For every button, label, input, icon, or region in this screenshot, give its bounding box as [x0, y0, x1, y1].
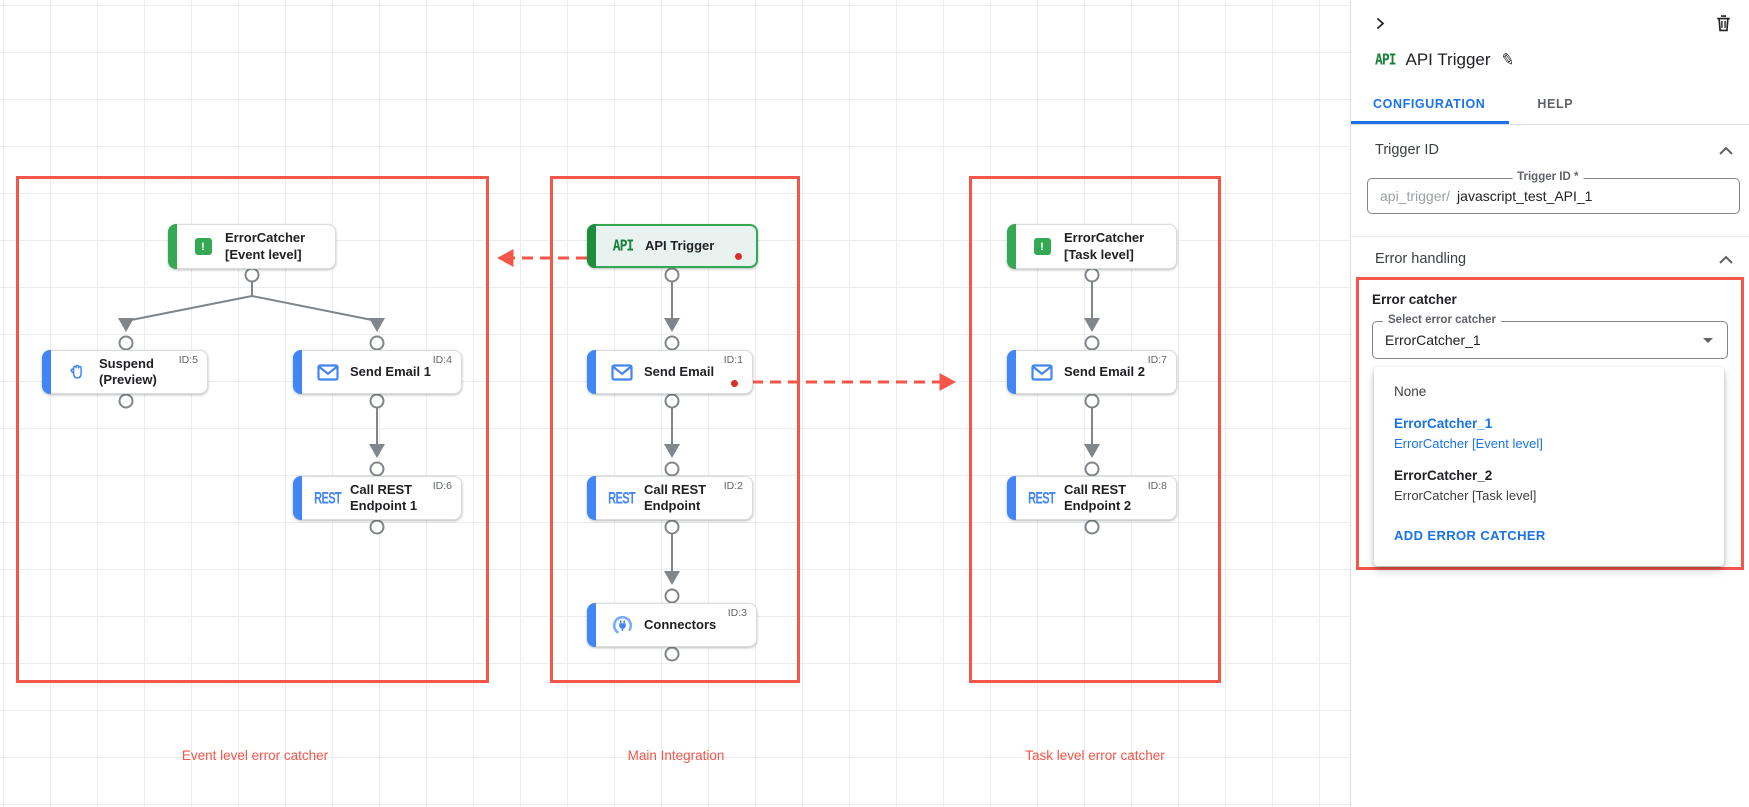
node-label: ErrorCatcher [Task level]: [1064, 230, 1145, 262]
tab-help[interactable]: HELP: [1537, 97, 1574, 111]
rest-icon: REST: [1028, 488, 1057, 508]
node-call-rest-1[interactable]: REST Call REST Endpoint 1 ID:6: [293, 476, 462, 520]
node-accent-bar: [587, 603, 596, 647]
node-accent-bar: [587, 476, 596, 520]
node-label: Send Email: [644, 363, 715, 379]
workflow-canvas[interactable]: Event level error catcher Main Integratio…: [0, 0, 1350, 807]
trigger-id-heading: Trigger ID: [1375, 142, 1439, 158]
node-accent-bar: [587, 350, 596, 394]
node-label: ErrorCatcher [Event level]: [225, 230, 306, 262]
error-catcher-select-label: Select error catcher: [1383, 314, 1502, 326]
node-id-badge: ID:6: [432, 480, 452, 492]
group-label-task-level: Task level error catcher: [1025, 748, 1165, 763]
node-accent-bar: [1007, 476, 1016, 520]
node-label: Call REST Endpoint: [644, 481, 707, 513]
node-label: Send Email 2: [1064, 363, 1145, 379]
node-errorcatcher-event[interactable]: ! ErrorCatcher [Event level]: [168, 224, 336, 269]
node-accent-bar: [587, 224, 596, 268]
api-trigger-icon: API: [1375, 51, 1397, 69]
collapse-error-handling-icon[interactable]: [1719, 255, 1733, 264]
panel-title: API Trigger: [1405, 50, 1491, 69]
error-handling-heading: Error handling: [1375, 251, 1467, 267]
node-errorcatcher-task[interactable]: ! ErrorCatcher [Task level]: [1007, 224, 1177, 269]
node-api-trigger[interactable]: API API Trigger: [587, 224, 758, 268]
node-accent-bar: [293, 476, 302, 520]
mail-icon: [1031, 363, 1053, 381]
menu-item-none[interactable]: None: [1394, 384, 1427, 399]
node-suspend[interactable]: Suspend (Preview) ID:5: [42, 350, 208, 394]
error-catcher-label: Error catcher: [1372, 292, 1457, 307]
connector-icon: [612, 615, 632, 635]
node-accent-bar: [42, 350, 51, 394]
group-label-main: Main Integration: [627, 748, 725, 763]
node-accent-bar: [168, 224, 177, 269]
config-panel: API API Trigger ✎ CONFIGURATION HELP Tri…: [1350, 0, 1749, 807]
hand-icon: [70, 364, 82, 379]
api-icon: API: [612, 237, 635, 255]
error-catcher-select[interactable]: Select error catcher ErrorCatcher_1: [1372, 314, 1728, 359]
node-call-rest-2[interactable]: REST Call REST Endpoint 2 ID:8: [1007, 476, 1177, 520]
error-catcher-highlight-outline: Error catcher Select error catcher Error…: [1356, 277, 1744, 570]
node-accent-bar: [293, 350, 302, 394]
node-send-email[interactable]: Send Email ID:1: [587, 350, 753, 394]
node-label: Call REST Endpoint 2: [1064, 481, 1132, 513]
node-accent-bar: [1007, 224, 1016, 269]
trigger-id-field-label: Trigger ID *: [1512, 171, 1584, 183]
node-id-badge: ID:4: [432, 354, 452, 366]
node-id-badge: ID:7: [1147, 354, 1167, 366]
delete-icon[interactable]: [1714, 13, 1733, 34]
node-connectors[interactable]: Connectors ID:3: [587, 603, 757, 647]
node-label: Suspend (Preview): [99, 355, 157, 387]
group-outline-task-level: [969, 176, 1221, 683]
section-divider: [1351, 236, 1749, 237]
edit-title-icon[interactable]: ✎: [1499, 50, 1516, 71]
node-call-rest[interactable]: REST Call REST Endpoint ID:2: [587, 476, 753, 520]
dropdown-caret-icon: [1703, 337, 1713, 343]
node-id-badge: ID:8: [1147, 480, 1167, 492]
error-catcher-select-value: ErrorCatcher_1: [1385, 332, 1481, 348]
node-id-badge: ID:5: [178, 354, 198, 366]
node-id-badge: ID:2: [723, 480, 743, 492]
mail-icon: [317, 363, 339, 381]
group-label-event-level: Event level error catcher: [181, 748, 329, 763]
rest-icon: REST: [314, 488, 343, 508]
node-id-badge: ID:3: [727, 607, 747, 619]
menu-item-add-error-catcher[interactable]: ADD ERROR CATCHER: [1394, 528, 1546, 543]
node-accent-bar: [1007, 350, 1016, 394]
group-outline-event-level: [16, 176, 489, 683]
mail-icon: [611, 363, 633, 381]
rest-icon: REST: [608, 488, 637, 508]
panel-tabs: CONFIGURATION HELP: [1351, 86, 1749, 125]
error-link-dot: [735, 253, 742, 260]
node-label: Send Email 1: [350, 363, 431, 379]
trigger-id-field[interactable]: Trigger ID * api_trigger/ javascript_tes…: [1367, 171, 1740, 214]
trigger-id-prefix: api_trigger/: [1380, 188, 1451, 204]
node-label: Connectors: [644, 616, 717, 632]
node-id-badge: ID:1: [723, 354, 743, 366]
error-catcher-icon: !: [1033, 238, 1051, 255]
error-catcher-icon: !: [194, 238, 212, 255]
connector-lines: [118, 249, 1100, 662]
node-label: API Trigger: [645, 237, 715, 253]
collapse-trigger-id-icon[interactable]: [1719, 146, 1733, 155]
trigger-id-value: javascript_test_API_1: [1457, 188, 1593, 204]
collapse-panel-icon[interactable]: [1369, 13, 1390, 34]
group-outline-main: [550, 176, 800, 683]
error-link-dot: [731, 380, 738, 387]
node-label: Call REST Endpoint 1: [350, 481, 418, 513]
tab-configuration[interactable]: CONFIGURATION: [1351, 86, 1509, 124]
